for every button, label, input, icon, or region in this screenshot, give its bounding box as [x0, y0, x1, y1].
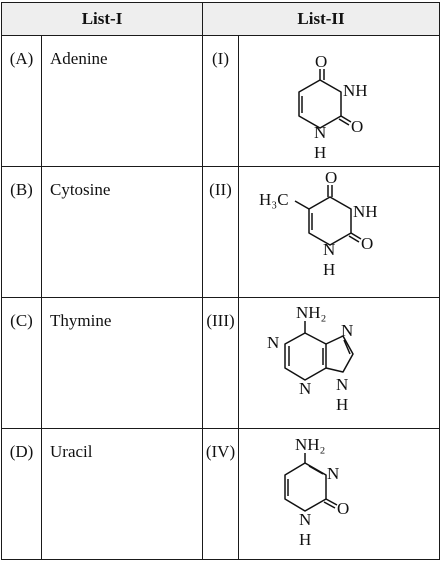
- atom-label: N: [314, 123, 326, 142]
- list-1-header: List-I: [1, 2, 203, 36]
- atom-label: NH₂: [296, 303, 326, 322]
- atom-label: O: [351, 117, 363, 136]
- atom-label: H₃C: [259, 190, 289, 209]
- table-row: (B) Cytosine (II) O H₃C NH O N H: [1, 166, 441, 298]
- atom-label: H: [336, 395, 348, 414]
- row-letter: (B): [10, 180, 33, 199]
- atom-label: H: [314, 143, 326, 162]
- table-row: (D) Uracil (IV) NH₂ N O N H: [1, 428, 441, 560]
- list-2-header: List-II: [201, 2, 441, 36]
- row-roman: (IV): [205, 442, 236, 461]
- atom-label: N: [267, 333, 279, 352]
- atom-label: N: [327, 464, 339, 483]
- atom-label: NH₂: [295, 435, 325, 454]
- atom-label: N: [336, 375, 348, 394]
- compound-name: Uracil: [50, 442, 93, 461]
- row-roman: (I): [212, 49, 229, 68]
- atom-label: H: [323, 260, 335, 279]
- row-letter: (D): [9, 442, 34, 461]
- atom-label: H: [299, 530, 311, 549]
- table-row: (A) Adenine (I) O NH O N H: [1, 35, 441, 167]
- row-roman: (II): [209, 180, 232, 199]
- atom-label: O: [361, 234, 373, 253]
- atom-label: N: [299, 379, 311, 398]
- row-letter: (A): [9, 49, 34, 68]
- atom-label: NH: [343, 81, 368, 100]
- compound-name: Adenine: [50, 49, 108, 68]
- atom-label: O: [315, 52, 327, 71]
- table-row: (C) Thymine (III) NH₂ N N N N H: [1, 297, 441, 429]
- atom-label: N: [341, 321, 353, 340]
- thymine-structure-icon: O H₃C NH O N H: [259, 168, 378, 279]
- uracil-structure-icon: O NH O N H: [298, 52, 368, 162]
- adenine-structure-icon: NH₂ N N N N H: [267, 303, 354, 414]
- atom-label: N: [299, 510, 311, 529]
- compound-name: Cytosine: [50, 180, 111, 199]
- compound-name: Thymine: [50, 311, 112, 330]
- row-letter: (C): [10, 311, 33, 330]
- cytosine-structure-icon: NH₂ N O N H: [284, 435, 349, 549]
- atom-label: N: [323, 240, 335, 259]
- atom-label: O: [337, 499, 349, 518]
- row-roman: (III): [206, 311, 235, 330]
- atom-label: NH: [353, 202, 378, 221]
- atom-label: O: [325, 168, 337, 187]
